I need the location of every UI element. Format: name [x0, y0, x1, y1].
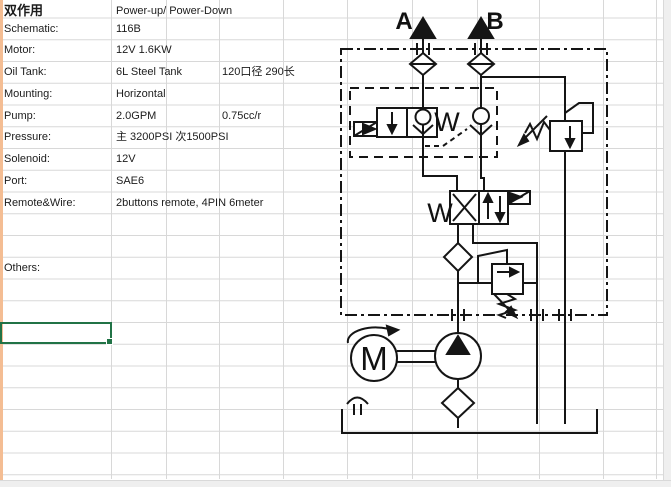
cell-value[interactable]: 12V 1.6KW	[116, 44, 172, 57]
cell-label[interactable]: Port:	[4, 174, 28, 187]
selected-cell[interactable]	[0, 322, 113, 345]
cell-label[interactable]: Pressure:	[4, 131, 52, 144]
electric-motor	[350, 334, 398, 382]
table-row: Remote&Wire: 2buttons remote, 4PIN 6meter	[0, 192, 663, 214]
cell-label[interactable]: Remote&Wire:	[4, 196, 76, 209]
cell-label[interactable]: Oil Tank:	[4, 66, 47, 78]
cell-label[interactable]: Schematic:	[4, 22, 59, 35]
shaft	[397, 350, 435, 363]
cell-label[interactable]: 双作用	[4, 3, 44, 18]
b-branch-line	[481, 76, 566, 121]
directional-valve	[449, 190, 538, 424]
cell-label[interactable]: Solenoid:	[4, 153, 50, 165]
port-a-label: A	[395, 8, 412, 35]
cell-extra[interactable]: 0.75cc/r	[222, 109, 262, 122]
hydraulic-schematic-drawing[interactable]: A B W W M	[325, 0, 625, 460]
table-row: 双作用 Power-up/ Power-Down	[0, 0, 663, 22]
rotation-arrow	[346, 326, 393, 344]
cell-value[interactable]: 2buttons remote, 4PIN 6meter	[116, 196, 264, 209]
cell-value[interactable]: Horizontal	[116, 87, 166, 100]
pilot-check-valve-b	[425, 107, 493, 147]
app-edge-bottom	[0, 480, 671, 487]
cell-label[interactable]: Pump:	[4, 109, 36, 122]
adjustable-spring-icon	[524, 119, 551, 142]
b-line	[480, 75, 485, 191]
table-row: Port: SAE6	[0, 170, 663, 192]
table-row: Pump: 2.0GPM 0.75cc/r	[0, 105, 663, 127]
port-a-arrow-icon	[409, 16, 437, 39]
relief-valve	[458, 248, 537, 320]
motor-label: M	[360, 340, 388, 377]
table-row: Others:	[0, 257, 663, 279]
cell-value[interactable]: 2.0GPM	[116, 109, 157, 122]
port-b	[466, 16, 496, 77]
table-row: Pressure: 主 3200PSI 次1500PSI	[0, 126, 663, 148]
app-edge-right	[663, 0, 671, 486]
table-row: Oil Tank: 6L Steel Tank 120口径 290长	[0, 61, 663, 83]
left-edge-accent	[0, 0, 3, 480]
motor-pump-group	[346, 324, 482, 428]
cell-value[interactable]: SAE6	[116, 174, 145, 187]
port-b-arrow-icon	[467, 16, 495, 39]
fill-handle[interactable]	[106, 337, 113, 345]
counterbalance-valve	[516, 102, 594, 424]
table-row: Motor: 12V 1.6KW	[0, 39, 663, 61]
cell-label[interactable]: Mounting:	[4, 87, 53, 100]
cell-extra[interactable]: 120口径 290长	[222, 66, 295, 78]
check-valve-a	[412, 108, 434, 135]
enclosure-border	[340, 43, 608, 321]
port-b-label: B	[486, 8, 503, 35]
breather-icon	[346, 396, 369, 415]
port-a	[408, 16, 438, 77]
cell-value[interactable]: 6L Steel Tank	[116, 66, 183, 78]
suction-strainer	[440, 386, 476, 420]
tank-return-line	[472, 224, 538, 424]
cell-value[interactable]: Power-up/ Power-Down	[116, 5, 233, 17]
table-row: Solenoid: 12V	[0, 148, 663, 170]
oil-tank	[341, 409, 598, 434]
cell-value[interactable]: 12V	[116, 153, 136, 165]
cell-value[interactable]: 主 3200PSI 次1500PSI	[116, 131, 229, 144]
cell-label[interactable]: Motor:	[4, 44, 36, 57]
cell-label[interactable]: Others:	[4, 261, 41, 274]
spring-w-directional: W	[427, 198, 453, 228]
cell-value[interactable]: 116B	[116, 22, 141, 35]
filter-icon	[442, 241, 474, 273]
table-row: Schematic: 116B	[0, 18, 663, 40]
table-row: Mounting: Horizontal	[0, 83, 663, 105]
spring-w-top: W	[434, 107, 460, 137]
